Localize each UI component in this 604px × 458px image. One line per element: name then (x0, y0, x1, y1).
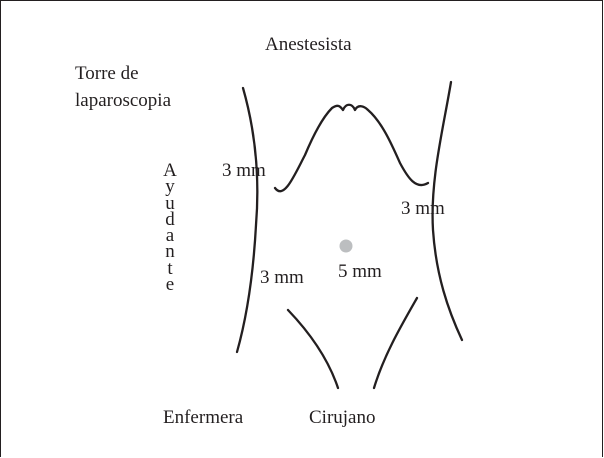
label-surgeon: Cirujano (309, 408, 376, 428)
label-anesthetist: Anestesista (265, 35, 352, 55)
port-label-right: 3 mm (401, 199, 445, 219)
label-tower-line-1: Torre de (75, 64, 139, 84)
assistant-letter: e (163, 277, 177, 293)
port-label-left-lower: 3 mm (260, 268, 304, 288)
label-tower-line-2: laparoscopia (75, 91, 171, 111)
port-label-umbilical: 5 mm (338, 262, 382, 282)
right-leg-line (374, 298, 417, 388)
port-label-left-upper: 3 mm (222, 161, 266, 181)
shoulders-contour-line (275, 105, 428, 191)
port-marker-umbilical (340, 240, 353, 253)
left-leg-line (288, 310, 338, 388)
label-nurse: Enfermera (163, 408, 243, 428)
left-flank-line (237, 88, 257, 352)
